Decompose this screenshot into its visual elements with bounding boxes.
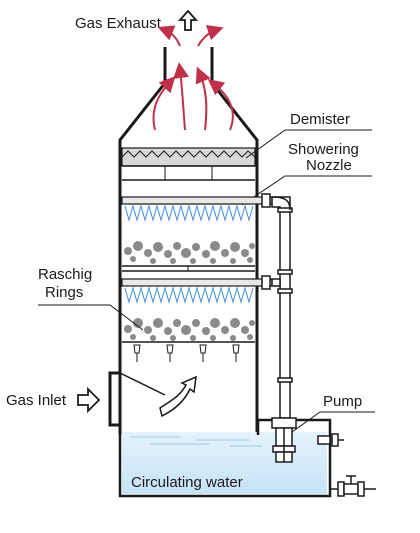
raschig-rings-bed	[124, 318, 255, 341]
recirculation-pipe	[261, 193, 293, 419]
exhaust-flow-arrows	[152, 24, 234, 131]
inlet-deflector	[119, 372, 166, 396]
upper-spray-pattern	[124, 204, 254, 222]
showering-nozzle-label-1: Showering	[288, 141, 359, 158]
gas-inlet-label: Gas Inlet	[6, 392, 67, 409]
pump-label: Pump	[323, 393, 362, 410]
water-surface-fill	[122, 432, 327, 494]
demister-leader	[245, 129, 372, 159]
sump-tank	[118, 418, 332, 498]
distributor-nozzles	[133, 344, 240, 362]
raschig-leader	[38, 304, 144, 331]
right-arrow-icon	[77, 386, 101, 414]
up-arrow-icon	[177, 9, 199, 31]
scrubber-column	[118, 47, 259, 435]
upper-packing-support	[122, 265, 255, 272]
pump-leader	[291, 411, 375, 433]
pump	[271, 417, 297, 463]
circulating-water-label: Circulating water	[131, 474, 243, 491]
showering-nozzle-label-2: Nozzle	[306, 157, 352, 174]
gas-exhaust-label: Gas Exhaust	[75, 15, 162, 32]
gas-inlet-duct	[108, 371, 120, 427]
drain-valve	[330, 475, 376, 497]
demister-label: Demister	[290, 111, 350, 128]
raschig-label-2: Rings	[45, 284, 83, 301]
lower-spray-header	[121, 278, 273, 287]
lower-spray-pattern	[124, 286, 254, 304]
showering-nozzle-leader	[241, 175, 372, 206]
upper-packing-bed	[124, 241, 255, 264]
upper-spray-header	[121, 196, 273, 205]
inlet-flow-arrow-icon	[159, 375, 197, 418]
water-ripples	[130, 436, 262, 447]
pipe-bend	[271, 196, 291, 211]
raschig-label-1: Raschig	[38, 266, 92, 283]
demister-pad	[121, 147, 256, 181]
tank-valve	[317, 433, 344, 447]
